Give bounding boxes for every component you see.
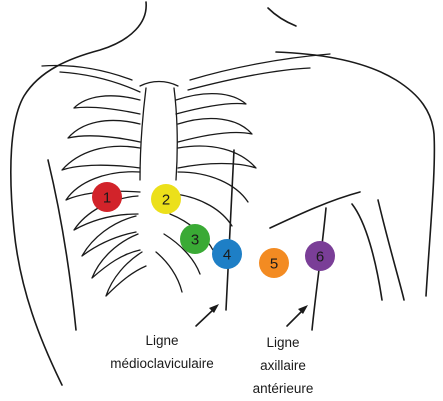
- axillary-label-line: Ligne: [266, 335, 299, 350]
- sternum-top: [140, 82, 178, 87]
- sternum-left-edge: [140, 88, 146, 180]
- anterior-axillary-label: Ligne axillaire antérieure: [253, 335, 314, 396]
- electrode-label: 4: [223, 247, 231, 264]
- sternum-right-edge: [174, 88, 177, 180]
- sternum: [140, 82, 178, 181]
- midclavicular-label-line: Ligne: [145, 333, 178, 348]
- left-rib: [106, 252, 146, 296]
- left-rib: [74, 96, 140, 114]
- electrode-label: 6: [316, 249, 324, 266]
- midclavicular-label: Ligne médioclaviculaire: [110, 333, 214, 371]
- electrode-v5: 5: [259, 248, 289, 278]
- electrode-label: 3: [191, 232, 199, 249]
- arrow-midclavicular: [196, 309, 214, 326]
- right-rib: [178, 172, 248, 202]
- electrode-v1: 1: [92, 182, 122, 212]
- electrode-label: 5: [270, 256, 278, 273]
- left-rib: [62, 146, 140, 170]
- left-rib: [68, 120, 140, 142]
- electrode-label: 2: [162, 192, 170, 209]
- axillary-label-line: axillaire: [260, 358, 306, 373]
- left-clavicle-lower: [60, 72, 140, 92]
- electrode-v6: 6: [305, 241, 335, 271]
- right-clavicle: [190, 54, 330, 80]
- arrows: [196, 304, 308, 326]
- electrode-v3: 3: [180, 224, 210, 254]
- right-armpit: [352, 204, 382, 300]
- arrow-axillary: [287, 310, 303, 326]
- neck-left: [11, 2, 146, 385]
- midclavicular-line: [226, 150, 234, 310]
- right-rib: [178, 119, 252, 142]
- left-rib: [92, 234, 140, 278]
- clavicles: [42, 54, 330, 92]
- right-shoulder: [276, 52, 434, 296]
- electrode-v4: 4: [212, 239, 242, 269]
- right-rib: [178, 146, 256, 168]
- axillary-label-line: antérieure: [253, 381, 314, 396]
- right-clavicle-lower: [188, 68, 310, 90]
- chest-fold: [270, 192, 360, 228]
- neck-right: [268, 8, 296, 26]
- reference-lines: [226, 150, 326, 330]
- electrodes: 1 2 3 4 5 6: [92, 182, 335, 278]
- right-rib: [176, 94, 246, 114]
- midclavicular-label-line: médioclaviculaire: [110, 356, 214, 371]
- electrode-v2: 2: [151, 184, 181, 214]
- right-flank: [378, 200, 404, 300]
- torso-outline: [11, 2, 435, 385]
- electrode-label: 1: [103, 190, 111, 207]
- left-flank: [48, 160, 76, 330]
- right-rib: [156, 252, 182, 292]
